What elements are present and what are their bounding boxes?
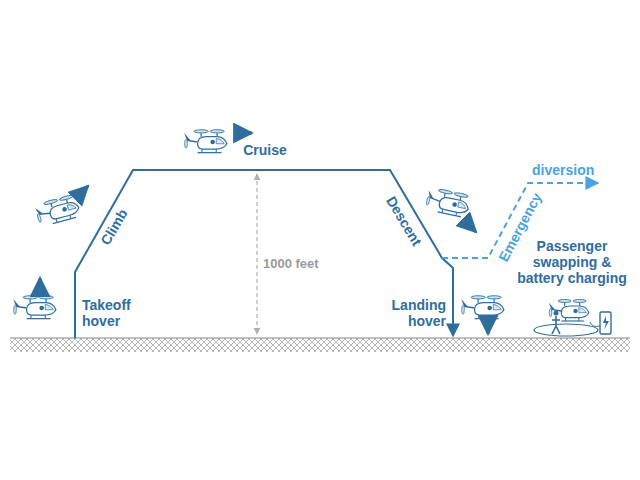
diversion-label: diversion [532, 162, 594, 178]
altitude-dimension [256, 174, 257, 334]
phase-label: Climb [97, 206, 130, 248]
station-label: Passenger swapping & battery charging [510, 238, 634, 286]
phase-label: Takeoff hover [82, 297, 146, 329]
phase-label: Descent [383, 194, 425, 249]
flight-path [75, 170, 453, 338]
cruise-aircraft [184, 130, 252, 153]
phase-label: Cruise [243, 142, 287, 158]
landing-aircraft [461, 296, 504, 334]
ground [10, 338, 630, 352]
charging-station [534, 300, 611, 337]
descent-aircraft [425, 187, 476, 232]
climb-aircraft [34, 186, 88, 227]
takeoff-aircraft [13, 278, 56, 319]
dimension-label: 1000 feet [263, 257, 319, 272]
phase-label: Landing hover [382, 297, 446, 329]
